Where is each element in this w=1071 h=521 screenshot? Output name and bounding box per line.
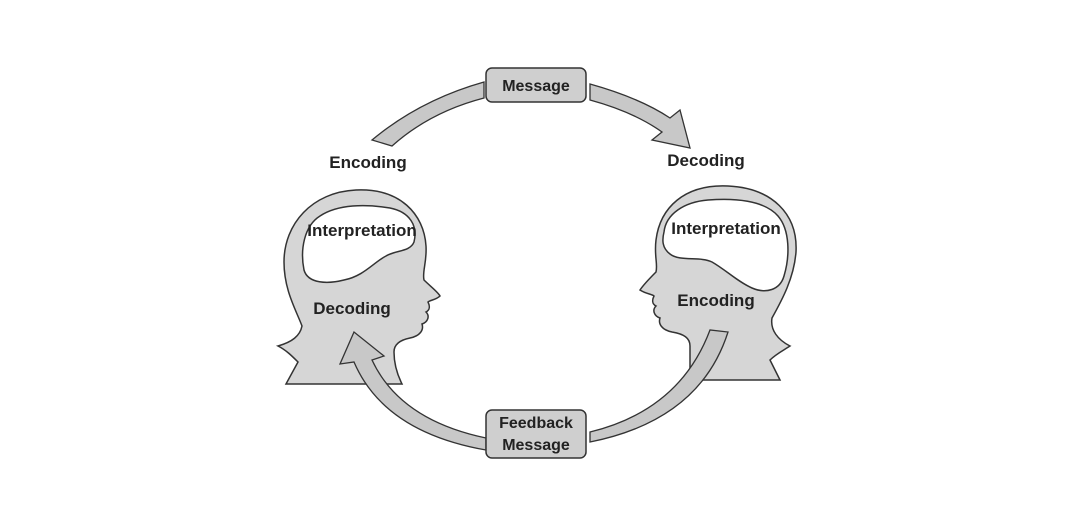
right-encoding-label: Encoding <box>677 291 754 310</box>
bottom-left-arc-arrow <box>338 330 487 451</box>
feedback-box-line1: Feedback <box>499 415 573 432</box>
left-interpretation-label: Interpretation <box>307 221 417 240</box>
message-box: Message <box>485 67 587 103</box>
top-right-arc-arrow <box>589 83 691 149</box>
right-brain-shape <box>662 198 789 292</box>
right-interpretation-label: Interpretation <box>671 219 781 238</box>
message-box-rect <box>485 67 587 103</box>
left-encoding-label: Encoding <box>329 153 406 172</box>
right-person-head <box>638 185 797 381</box>
right-decoding-label: Decoding <box>667 151 744 170</box>
top-left-arc-arrow <box>370 81 485 147</box>
feedback-box-line2: Message <box>502 437 570 454</box>
left-brain-shape <box>301 204 416 284</box>
bottom-right-arc-arrow <box>589 329 729 443</box>
left-person-head <box>275 189 441 385</box>
left-decoding-label: Decoding <box>313 299 390 318</box>
message-box-label: Message <box>502 78 570 95</box>
feedback-box-rect <box>485 409 587 459</box>
arrows <box>338 81 729 451</box>
feedback-box: Feedback Message <box>485 409 587 459</box>
